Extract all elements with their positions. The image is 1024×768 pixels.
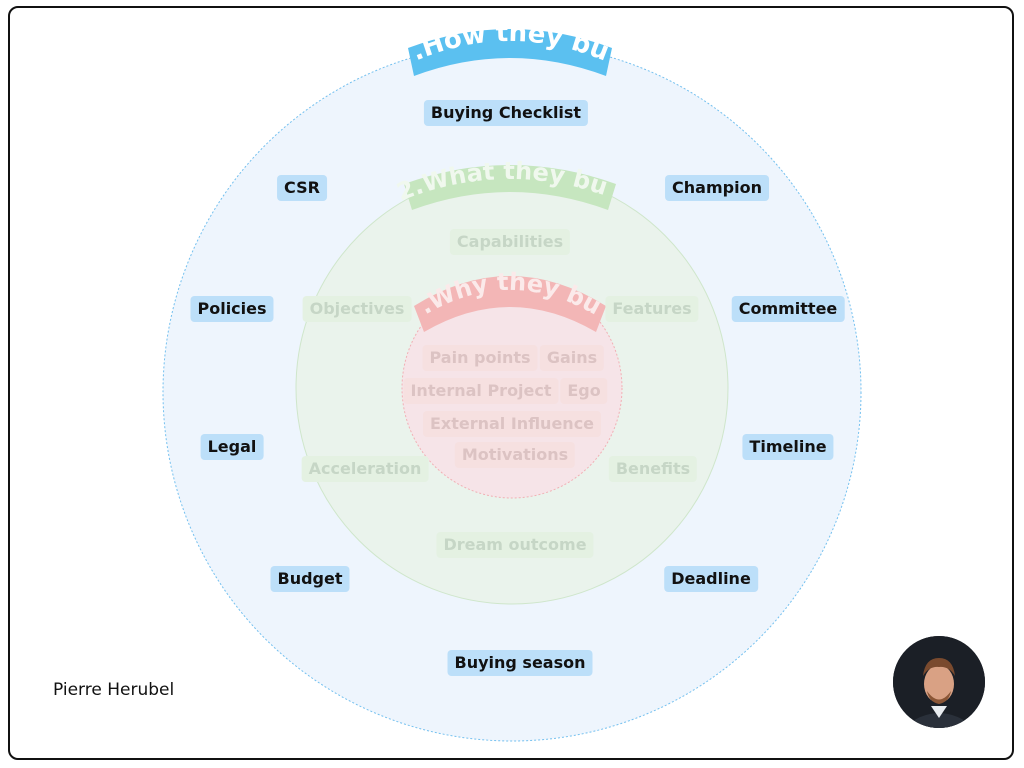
inner-item-gains: Gains — [539, 345, 605, 371]
outer-item-budget: Budget — [270, 566, 350, 592]
middle-item-capabilities: Capabilities — [449, 229, 571, 255]
inner-item-external-influence: External Influence — [422, 411, 602, 437]
outer-item-champion: Champion — [665, 175, 769, 201]
middle-item-dream-outcome: Dream outcome — [436, 532, 594, 558]
inner-banner — [414, 276, 606, 332]
middle-item-benefits: Benefits — [608, 456, 698, 482]
inner-item-internal-project: Internal Project — [403, 378, 559, 404]
outer-item-policies: Policies — [190, 296, 274, 322]
inner-item-motivations: Motivations — [454, 442, 576, 468]
middle-banner — [404, 165, 616, 210]
middle-item-objectives: Objectives — [302, 296, 412, 322]
outer-item-buying-season: Buying season — [447, 650, 593, 676]
outer-banner — [408, 29, 612, 76]
outer-item-timeline: Timeline — [742, 434, 834, 460]
middle-item-features: Features — [605, 296, 699, 322]
outer-item-deadline: Deadline — [664, 566, 758, 592]
person-portrait-icon — [893, 636, 985, 728]
outer-item-legal: Legal — [200, 434, 264, 460]
slide-frame — [8, 6, 1014, 760]
author-name: Pierre Herubel — [53, 680, 175, 700]
outer-item-buying-checklist: Buying Checklist — [423, 100, 589, 126]
outer-item-committee: Committee — [731, 296, 845, 322]
outer-item-csr: CSR — [277, 175, 327, 201]
avatar — [893, 636, 985, 728]
inner-item-ego: Ego — [560, 378, 608, 404]
inner-item-pain-points: Pain points — [422, 345, 538, 371]
middle-item-acceleration: Acceleration — [301, 456, 429, 482]
